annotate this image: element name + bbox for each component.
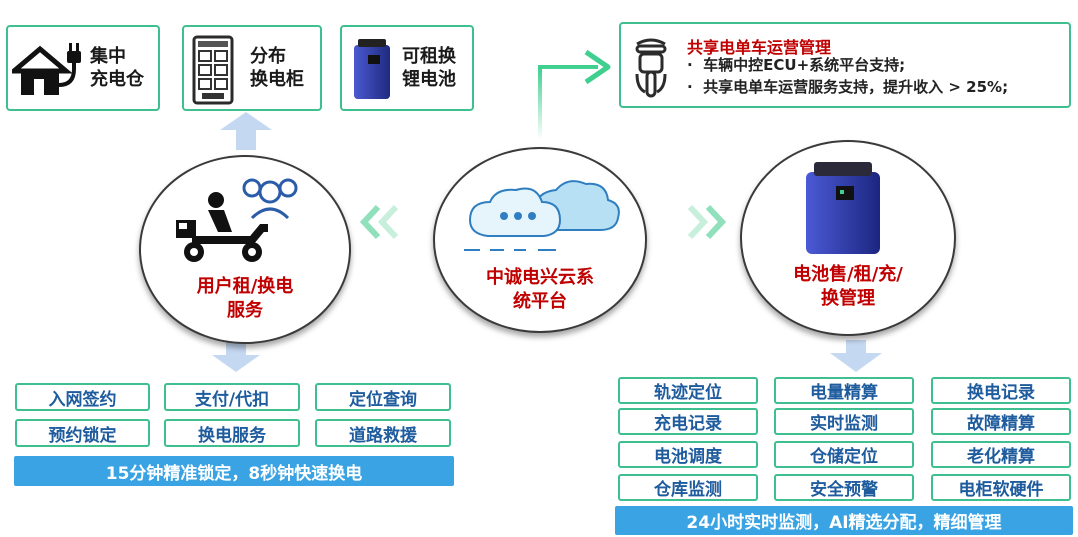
feature-tag: 电池调度 [618, 441, 758, 468]
ebike-title: 共享电单车运营管理 [687, 38, 832, 57]
battery-icon [354, 39, 390, 99]
feature-tag: 换电服务 [164, 419, 300, 447]
feature-tag: 道路救援 [315, 419, 451, 447]
bullet-item: · 共享电单车运营服务支持，提升收入 > 25%; [687, 78, 1009, 96]
chevron-left-icon [377, 204, 399, 240]
feature-tag: 预约锁定 [15, 419, 150, 447]
label-line2: 换管理 [821, 288, 875, 309]
feature-tag: 电量精算 [774, 377, 914, 404]
circle-battery-management-label: 电池售/租/充/ 换管理 [740, 263, 956, 311]
feature-tag: 换电记录 [931, 377, 1071, 404]
circle-cloud-platform-label: 中诚电兴云系 统平台 [433, 266, 647, 314]
card-shared-ebike: 共享电单车运营管理 · 车辆中控ECU+系统平台支持; · 共享电单车运营服务支… [619, 22, 1071, 108]
card-label-line2: 充电仓 [90, 69, 144, 90]
card-label-line1: 可租换 [402, 46, 456, 67]
bullet-item: · 车辆中控ECU+系统平台支持; [687, 56, 906, 74]
label-line1: 电池售/租/充/ [793, 264, 903, 285]
feature-tag: 故障精算 [931, 408, 1071, 435]
arrow-head [584, 49, 611, 85]
feature-tag: 仓库监测 [618, 474, 758, 501]
feature-tag: 仓储定位 [774, 441, 914, 468]
card-label-line1: 分布 [250, 46, 286, 67]
arrow-down-icon [830, 340, 882, 372]
feature-tag: 实时监测 [774, 408, 914, 435]
bullet-text: 共享电单车运营服务支持，提升收入 > 25%; [703, 78, 1009, 96]
cloud-icon [464, 180, 620, 251]
arrow-down-icon [212, 342, 260, 372]
feature-tag: 入网签约 [15, 383, 150, 411]
feature-tag: 安全预警 [774, 474, 914, 501]
label-line1: 用户租/换电 [196, 276, 294, 297]
chevron-right-icon [705, 204, 727, 240]
chevron-left-icon [359, 204, 381, 240]
circle-cloud-platform [433, 147, 647, 333]
feature-tag: 电柜软硬件 [931, 474, 1071, 501]
right-summary-bar: 24小时实时监测，AI精选分配，精细管理 [615, 506, 1073, 535]
delivery-rider-icon [176, 178, 298, 262]
arrow-to-ebike [538, 65, 598, 140]
card-rentable-battery: 可租换 锂电池 [340, 25, 474, 111]
label-line2: 统平台 [513, 291, 567, 312]
house-plug-icon [12, 43, 81, 95]
ebike-icon [635, 38, 667, 98]
card-central-charging: 集中 充电仓 [6, 25, 160, 111]
cabinet-icon [192, 35, 234, 105]
feature-tag: 充电记录 [618, 408, 758, 435]
card-distributed-cabinet: 分布 换电柜 [182, 25, 322, 111]
battery-icon [806, 162, 880, 254]
feature-tag: 老化精算 [931, 441, 1071, 468]
card-label-line1: 集中 [90, 46, 126, 67]
bullet-text: 车辆中控ECU+系统平台支持; [703, 56, 906, 74]
label-line2: 服务 [227, 300, 263, 321]
feature-tag: 轨迹定位 [618, 377, 758, 404]
feature-tag: 定位查询 [315, 383, 451, 411]
chevron-right-icon [687, 204, 709, 240]
card-label-line2: 换电柜 [250, 69, 304, 90]
arrow-up-icon [220, 112, 272, 150]
feature-tag: 支付/代扣 [164, 383, 300, 411]
left-summary-bar: 15分钟精准锁定，8秒钟快速换电 [14, 456, 454, 486]
label-line1: 中诚电兴云系 [486, 267, 594, 288]
circle-user-service-label: 用户租/换电 服务 [139, 275, 351, 323]
card-label-line2: 锂电池 [402, 69, 456, 90]
